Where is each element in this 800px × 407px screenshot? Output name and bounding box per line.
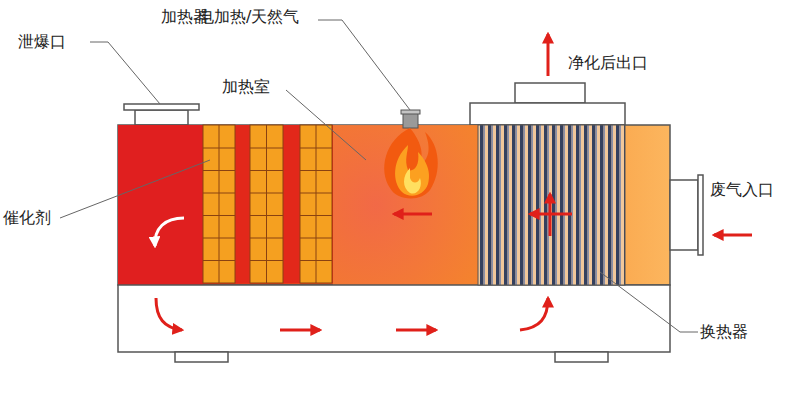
callout-label: 净化后出口 xyxy=(568,53,648,73)
callout-label: 换热器 xyxy=(700,322,748,342)
catalyst-blocks-part xyxy=(266,125,267,283)
catalyst-blocks-part xyxy=(203,238,235,239)
catalyst-blocks-part xyxy=(250,193,283,194)
flow-arrows xyxy=(155,34,752,330)
heat-exchanger xyxy=(478,125,625,285)
catalyst-blocks-part xyxy=(250,125,283,283)
leader-lines-part xyxy=(600,272,698,332)
catalyst-blocks-part xyxy=(250,260,283,261)
catalyst-blocks-part xyxy=(219,125,220,283)
housing-part xyxy=(118,125,670,285)
catalyst-blocks-part xyxy=(250,170,283,171)
leader-lines-part xyxy=(60,160,210,218)
catalyst-blocks-part xyxy=(203,125,235,283)
catalyst-blocks-part xyxy=(300,148,332,149)
flow-arrows-part xyxy=(156,298,182,330)
catalyst-blocks-part xyxy=(203,215,235,216)
catalyst-blocks-part xyxy=(300,238,332,239)
catalyst-blocks-part xyxy=(300,170,332,171)
leader-lines-part xyxy=(318,20,410,110)
leader-lines xyxy=(60,20,698,332)
catalyst-blocks-part xyxy=(250,215,283,216)
catalyst-blocks-part xyxy=(300,193,332,194)
housing-part xyxy=(670,180,698,250)
housing-part xyxy=(333,125,478,285)
flow-arrows-part xyxy=(714,234,752,237)
housing-part xyxy=(698,175,703,255)
housing-part xyxy=(175,352,228,362)
housing-part xyxy=(118,285,670,352)
callout-label: 电加热/天然气 xyxy=(198,7,299,27)
heat-exchanger-part xyxy=(478,125,625,285)
housing-part xyxy=(401,110,420,114)
flow-arrows-part xyxy=(396,329,436,332)
catalyst-blocks-part xyxy=(316,125,317,283)
housing-part xyxy=(118,125,203,285)
flame-part xyxy=(404,168,421,194)
housing-part xyxy=(555,352,608,362)
callout-label: 催化剂 xyxy=(3,208,51,228)
flow-arrows-part xyxy=(155,218,184,246)
callout-label: 加热室 xyxy=(222,77,270,97)
catalyst-blocks-part xyxy=(250,238,283,239)
flow-arrows-part xyxy=(520,298,548,330)
catalyst-blocks-part xyxy=(203,193,235,194)
flow-arrows-part xyxy=(549,194,552,236)
flow-arrows-part xyxy=(394,213,432,216)
flame-part xyxy=(395,145,429,196)
catalyst-blocks-part xyxy=(203,148,235,149)
leader-lines-part xyxy=(90,42,160,104)
flow-arrows-part xyxy=(547,34,550,76)
flame xyxy=(384,128,438,198)
flame-part xyxy=(384,128,438,198)
housing-part xyxy=(135,110,188,125)
flow-arrows-part xyxy=(280,329,320,332)
catalyst-blocks-part xyxy=(203,125,333,283)
callout-label: 泄爆口 xyxy=(18,32,66,52)
catalyst-blocks-part xyxy=(300,125,332,283)
catalyst-blocks-part xyxy=(300,215,332,216)
catalyst-blocks-part xyxy=(300,260,332,261)
callout-label: 废气入口 xyxy=(710,180,774,200)
housing-part xyxy=(515,83,585,103)
catalyst-blocks-part xyxy=(203,260,235,261)
housing-part xyxy=(124,104,199,110)
housing xyxy=(118,83,703,362)
housing-part xyxy=(470,103,625,125)
catalyst-blocks-part xyxy=(250,148,283,149)
catalyst-blocks xyxy=(203,125,333,283)
catalyst-blocks-part xyxy=(203,170,235,171)
leader-lines-part xyxy=(286,90,366,160)
